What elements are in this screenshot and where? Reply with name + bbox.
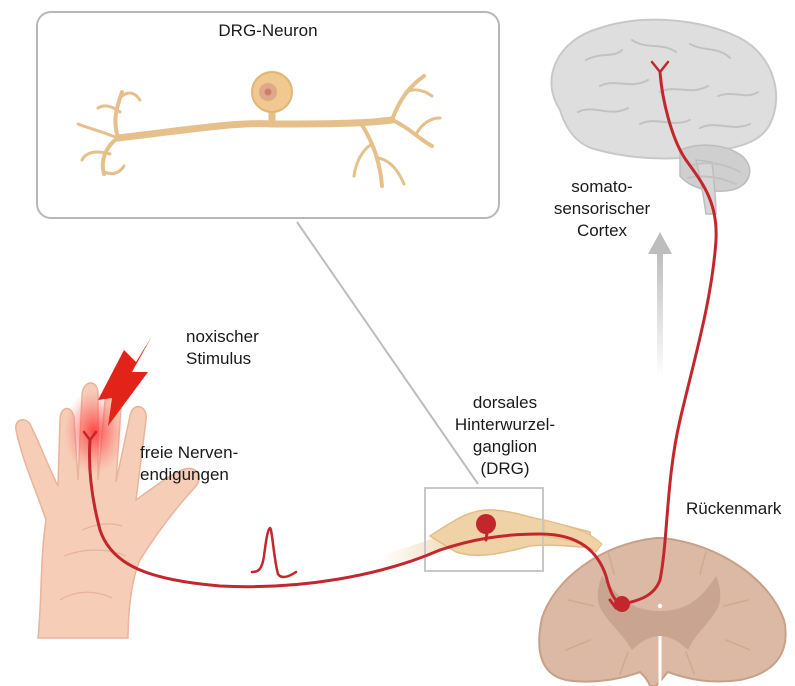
drg-label: dorsales Hinterwurzel- ganglion (DRG) [440,392,570,480]
spinal-cord-label: Rückenmark [686,498,791,520]
drg-cell-body [476,514,496,534]
dorsal-horn-neuron [614,596,630,612]
nerve-endings-label: freie Nerven- endigungen [140,442,280,486]
inset-frame [37,12,499,218]
cortex-label: somato- sensorischer Cortex [552,176,652,242]
ascending-arrow-shaft [657,252,663,378]
action-potential-icon [252,528,296,577]
inset-title: DRG-Neuron [218,21,317,40]
stimulus-label: noxischer Stimulus [186,326,296,370]
